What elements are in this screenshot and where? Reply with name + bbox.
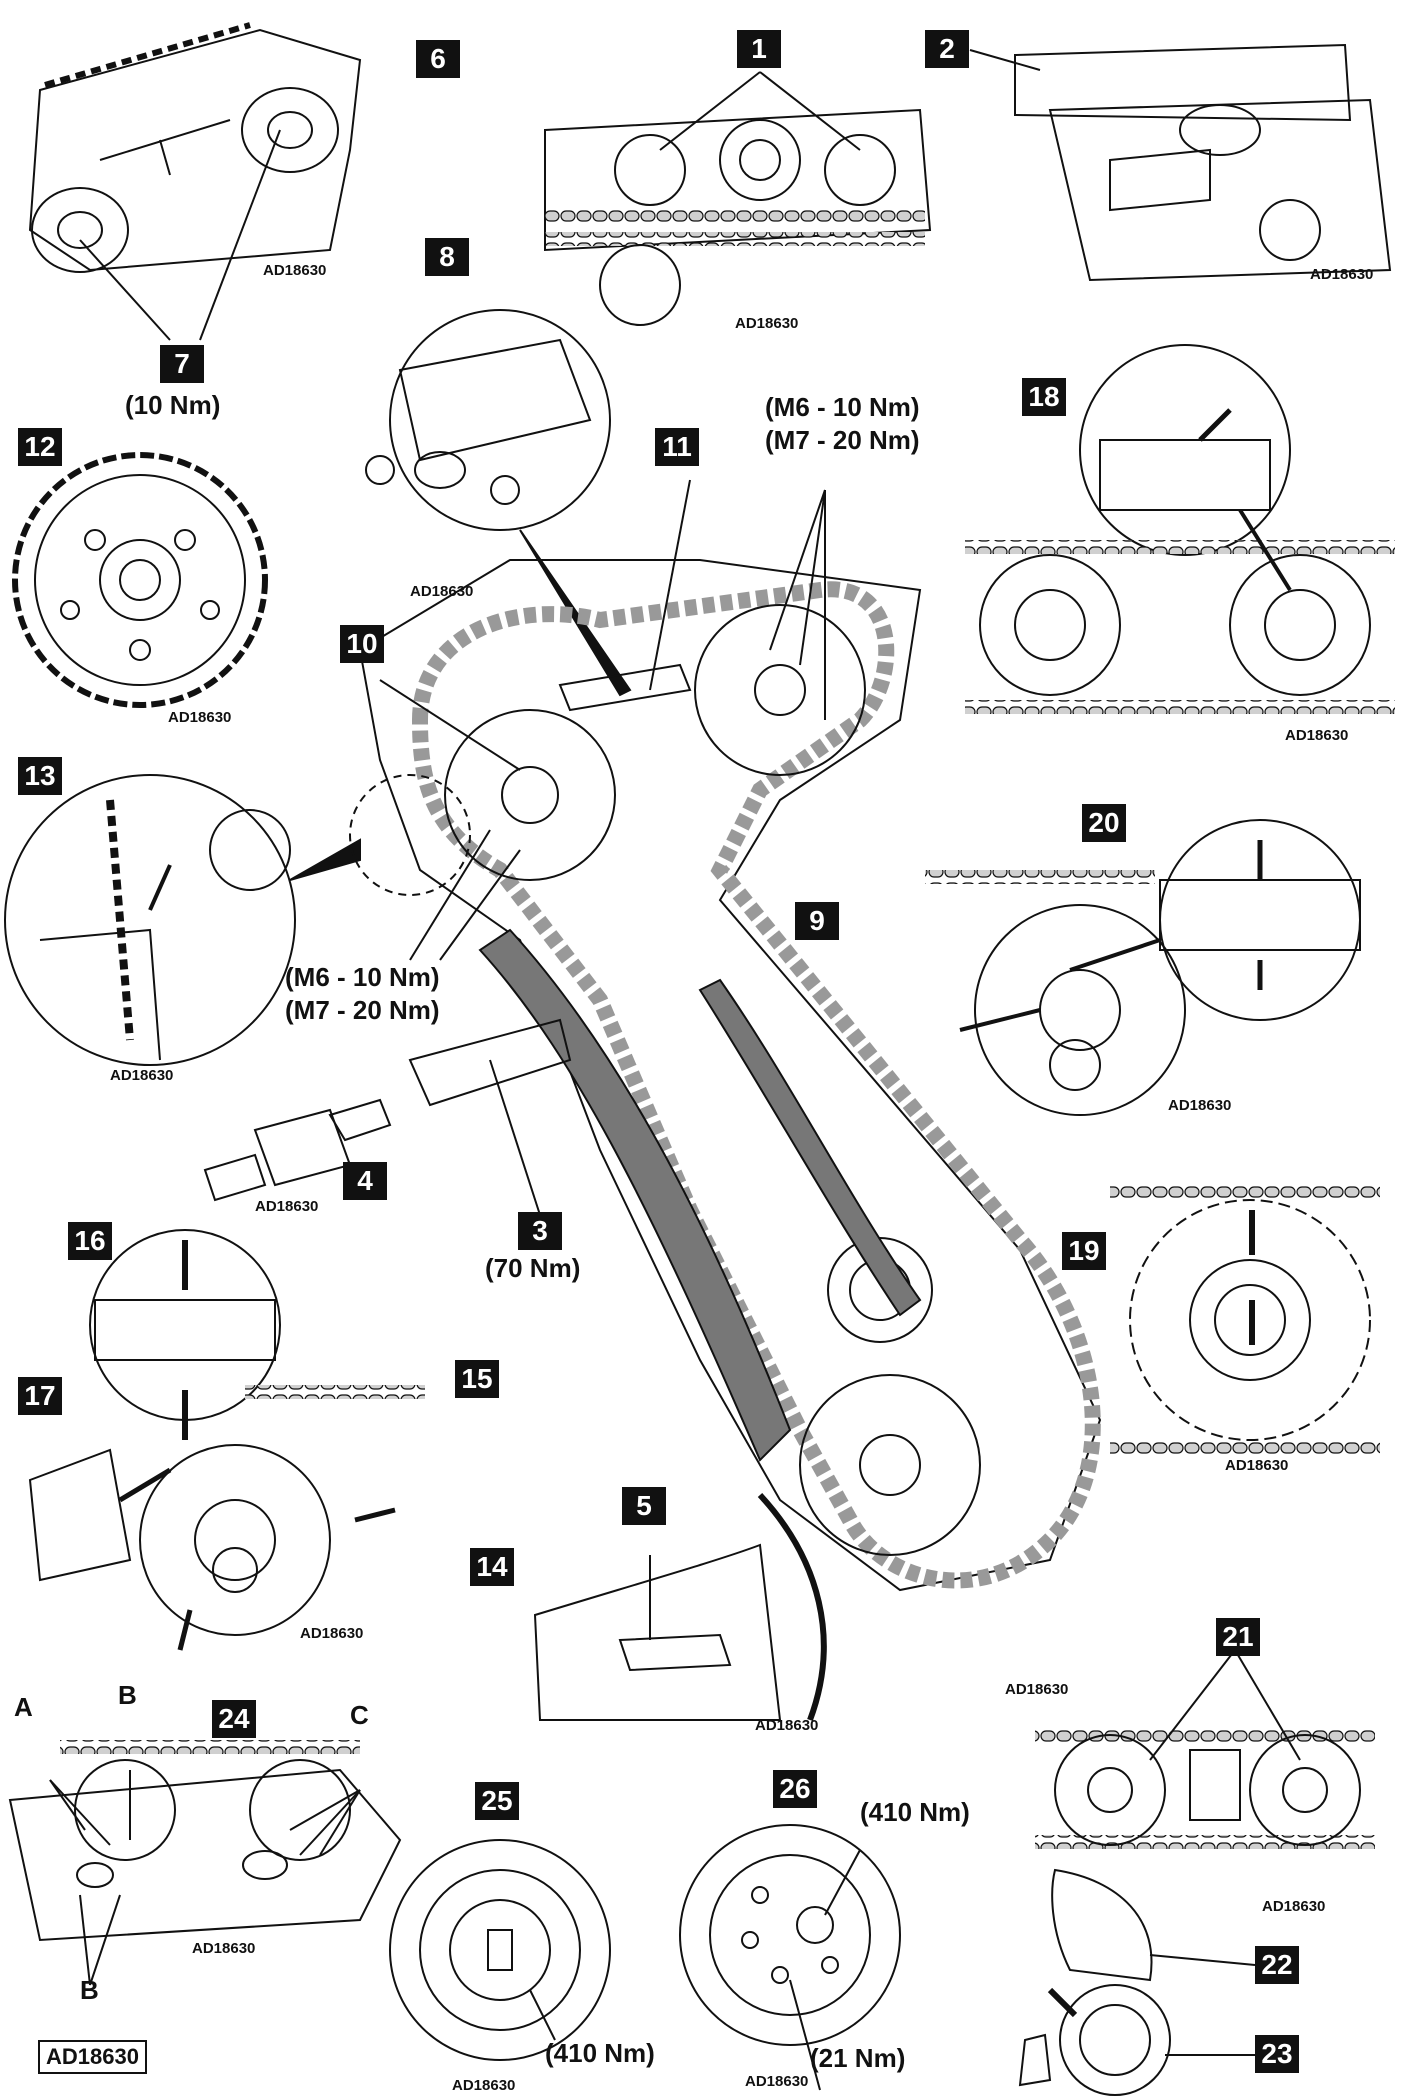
panel-25-illustration — [389, 1839, 611, 2061]
torque-10-m6: (M6 - 10 Nm) — [285, 962, 440, 992]
panel-26-illustration — [679, 1824, 901, 2091]
panel-2-label: 2 — [925, 30, 969, 68]
panel-1-code: AD18630 — [735, 315, 799, 332]
figure-code-box: AD18630 — [38, 2040, 147, 2074]
callout-7: 7 — [160, 345, 204, 383]
panel-20-label: 20 — [1082, 804, 1126, 842]
panel-6-code: AD18630 — [263, 262, 327, 279]
torque-9-m6: (M6 - 10 Nm) — [765, 392, 920, 422]
letter-b-bottom: B — [80, 1975, 99, 2005]
panel-21-code: AD18630 — [1262, 1898, 1326, 1915]
panel-18-label: 18 — [1022, 378, 1066, 416]
callout-10: 10 — [340, 625, 384, 663]
panel-25-code: AD18630 — [452, 2077, 516, 2094]
panel-21-illustration — [1018, 1649, 1375, 2096]
panel-26-label: 26 — [773, 1770, 817, 1808]
torque-10-m7: (M7 - 20 Nm) — [285, 995, 440, 1025]
torque-7: (10 Nm) — [125, 390, 221, 420]
panel-26-code: AD18630 — [745, 2073, 809, 2090]
panel-12-code: AD18630 — [168, 709, 232, 726]
panel-16-illustration — [28, 1229, 425, 1651]
panel-5-label: 5 — [622, 1487, 666, 1525]
panel-19-illustration — [1110, 1185, 1380, 1454]
callout-9: 9 — [795, 902, 839, 940]
panel-8-label: 8 — [425, 238, 469, 276]
main-timing-chain-illustration — [349, 479, 1102, 1592]
panel-24-code: AD18630 — [192, 1940, 256, 1957]
panel-16-label: 16 — [68, 1222, 112, 1260]
callout-11: 11 — [655, 428, 699, 466]
panel-18-illustration — [965, 344, 1395, 714]
torque-26-410: (410 Nm) — [860, 1797, 970, 1827]
panel-12-illustration — [12, 452, 268, 708]
panel-24-illustration — [8, 1740, 402, 1986]
torque-26-21: (21 Nm) — [810, 2043, 906, 2073]
panel-6-label: 6 — [416, 40, 460, 78]
panel-2-code: AD18630 — [1310, 266, 1374, 283]
panel-1-illustration — [544, 71, 932, 326]
panel-1-label: 1 — [737, 30, 781, 68]
callout-22: 22 — [1255, 1946, 1299, 1984]
panel-13-label: 13 — [18, 757, 62, 795]
torque-9-m7: (M7 - 20 Nm) — [765, 425, 920, 455]
panel-19-code: AD18630 — [1225, 1457, 1289, 1474]
panel-4-label: 4 — [343, 1162, 387, 1200]
panel-4-code: AD18630 — [255, 1198, 319, 1215]
callout-17: 17 — [18, 1377, 62, 1415]
panel-5-code: AD18630 — [755, 1717, 819, 1734]
callout-23: 23 — [1255, 2035, 1299, 2073]
panel-20-illustration — [925, 819, 1361, 1116]
panel-13-code: AD18630 — [110, 1067, 174, 1084]
callout-3: 3 — [518, 1212, 562, 1250]
panel-12-label: 12 — [18, 428, 62, 466]
main-code: AD18630 — [1005, 1681, 1069, 1698]
panel-2-illustration — [969, 43, 1392, 282]
torque-25: (410 Nm) — [545, 2038, 655, 2068]
panel-13-illustration — [4, 774, 361, 1066]
letter-b-top: B — [118, 1680, 137, 1710]
panel-8-illustration — [365, 309, 632, 697]
panel-6-illustration — [28, 22, 362, 341]
panel-5-illustration — [533, 1492, 827, 1722]
panel-20-code: AD18630 — [1168, 1097, 1232, 1114]
panel-16-code: AD18630 — [300, 1625, 364, 1642]
panel-19-label: 19 — [1062, 1232, 1106, 1270]
panel-21-label: 21 — [1216, 1618, 1260, 1656]
callout-15: 15 — [455, 1360, 499, 1398]
letter-a: A — [14, 1692, 33, 1722]
torque-3: (70 Nm) — [485, 1253, 581, 1283]
panel-18-code: AD18630 — [1285, 727, 1349, 744]
panel-8-code: AD18630 — [410, 583, 474, 600]
panel-24-label: 24 — [212, 1700, 256, 1738]
callout-14: 14 — [470, 1548, 514, 1586]
panel-25-label: 25 — [475, 1782, 519, 1820]
letter-c: C — [350, 1700, 369, 1730]
